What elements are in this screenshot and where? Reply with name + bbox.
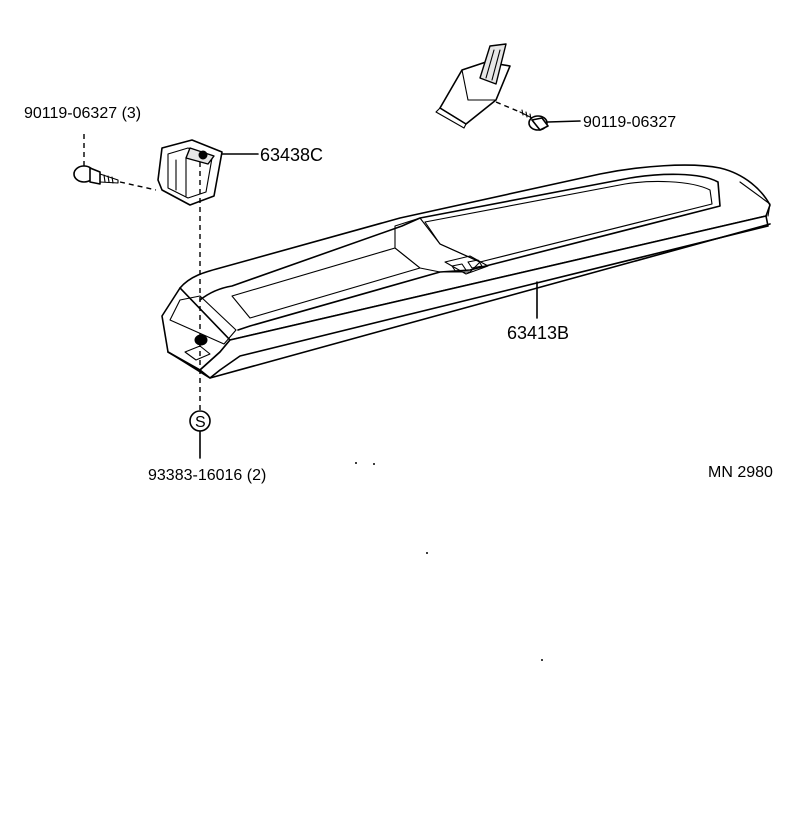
label-panel: 63413B (507, 323, 569, 343)
bracket-part (157, 139, 223, 206)
clip-part: S (189, 410, 211, 432)
scan-specks (355, 462, 543, 661)
upper-bracket-part (435, 43, 511, 129)
screw-left-part (73, 165, 119, 185)
clip-symbol: S (195, 414, 206, 431)
console-panel-part (161, 164, 771, 379)
screw-right-part (519, 109, 549, 131)
label-clip: 93383-16016 (2) (148, 467, 266, 484)
leader-lines (83, 101, 581, 459)
label-screw-left: 90119-06327 (3) (24, 105, 141, 122)
label-diagram-id: MN 2980 (708, 464, 773, 481)
label-screw-right: 90119-06327 (583, 114, 676, 131)
label-bracket: 63438C (260, 145, 323, 165)
